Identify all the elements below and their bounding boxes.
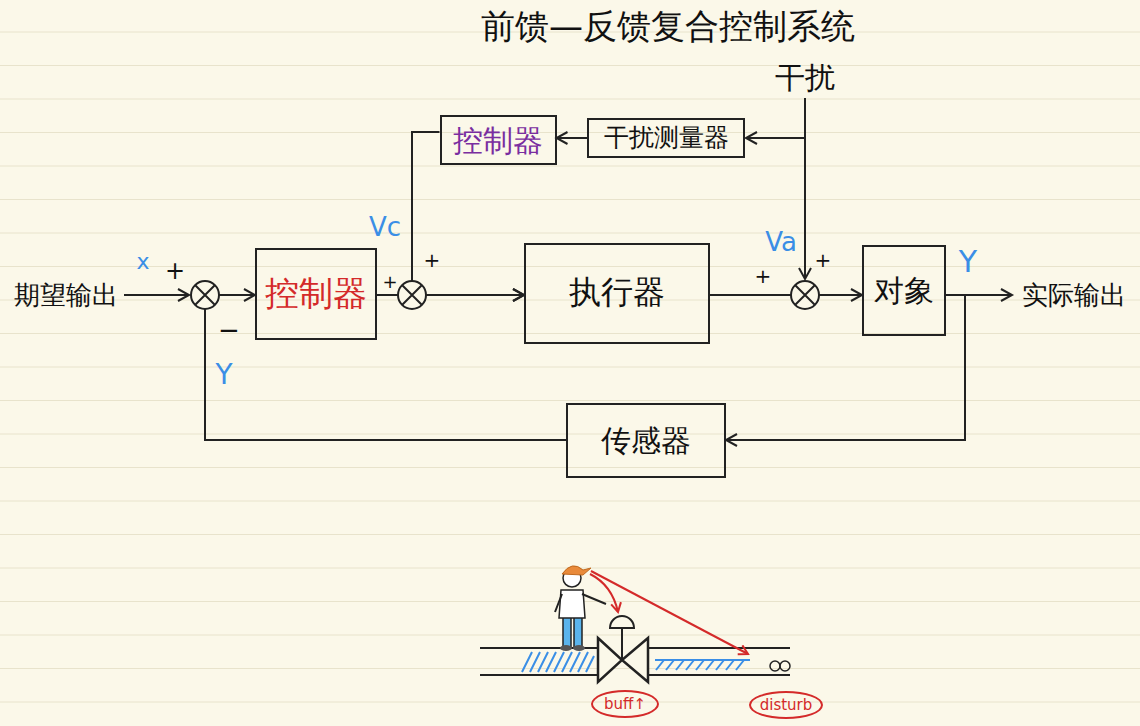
node-text: 干扰测量器 xyxy=(604,124,729,152)
signal-wire xyxy=(946,294,1012,296)
ruled-line xyxy=(0,400,1140,401)
feedback-controller-box: 控制器 xyxy=(255,248,377,340)
sign-label: + xyxy=(755,266,772,286)
junction-cross xyxy=(402,285,422,305)
sign-label: + xyxy=(424,250,441,270)
ruled-line xyxy=(0,434,1140,435)
ruled-line xyxy=(0,467,1140,468)
signal-name: x xyxy=(136,251,149,273)
ruled-line xyxy=(0,333,1140,334)
plant-box: 对象 xyxy=(862,245,946,336)
person-cap xyxy=(562,566,591,575)
ruled-line xyxy=(0,166,1140,167)
node-text: 控制器 xyxy=(265,275,367,312)
feedforward-controller-box: 控制器 xyxy=(440,115,557,165)
person-shoe xyxy=(573,645,585,651)
sign-label: + xyxy=(165,259,185,283)
summing-junction xyxy=(398,281,426,309)
node-text: buff↑ xyxy=(604,696,646,713)
sign-label: + xyxy=(382,273,397,291)
ruled-line xyxy=(0,668,1140,669)
signal-connector xyxy=(726,295,965,440)
valve-actuator xyxy=(610,616,634,628)
diagram-title: 前馈—反馈复合控制系统 xyxy=(481,8,855,45)
ruled-line xyxy=(0,702,1140,703)
ruled-line xyxy=(0,65,1140,66)
disturbance-label: 干扰 xyxy=(775,63,835,93)
node-text: 对象 xyxy=(874,274,934,307)
signal-name: Y xyxy=(959,247,977,277)
buff-ellipse: buff↑ xyxy=(591,690,659,718)
disturb-ellipse: disturb xyxy=(749,691,824,719)
signal-wires xyxy=(124,98,1012,295)
disturbance-meter-box: 干扰测量器 xyxy=(587,118,745,158)
flow-hatching xyxy=(522,652,594,672)
person-leg xyxy=(563,617,571,647)
ruled-line xyxy=(0,99,1140,100)
junction-circle xyxy=(791,281,819,309)
person-leg xyxy=(574,617,582,647)
valve-stem xyxy=(621,628,623,660)
junction-circle xyxy=(398,281,426,309)
junction-circle xyxy=(191,281,219,309)
junction-cross xyxy=(795,285,815,305)
ruled-line xyxy=(0,367,1140,368)
valve-illustration xyxy=(480,566,790,682)
ruled-line xyxy=(0,534,1140,535)
person-shoe xyxy=(560,645,572,651)
sensor-box: 传感器 xyxy=(566,403,726,478)
ruled-line xyxy=(0,132,1140,133)
signal-name: Va xyxy=(765,229,797,255)
signal-connector xyxy=(557,137,588,139)
signal-wire xyxy=(124,294,189,296)
sign-label: − xyxy=(218,317,240,343)
disturb-bubble xyxy=(780,661,790,671)
node-text: 执行器 xyxy=(569,275,665,310)
disturb-bubble xyxy=(770,661,780,671)
gaze-arrow xyxy=(590,574,618,612)
signal-wire xyxy=(804,98,806,279)
junction-cross xyxy=(195,285,215,305)
input-label: 期望输出 xyxy=(14,282,118,308)
node-text: 控制器 xyxy=(453,124,543,157)
ruled-line xyxy=(0,233,1140,234)
gaze-arrow xyxy=(591,571,748,654)
signal-name: Y xyxy=(215,361,232,389)
sign-label: + xyxy=(815,250,832,270)
summing-junction xyxy=(191,281,219,309)
actuator-box: 执行器 xyxy=(524,243,710,344)
summing-junction xyxy=(791,281,819,309)
signal-name: Vc xyxy=(369,214,401,240)
signal-connector xyxy=(710,294,862,296)
person-body xyxy=(559,590,585,618)
person-arm xyxy=(555,594,606,612)
ruled-line xyxy=(0,199,1140,200)
signal-wire xyxy=(746,137,805,139)
ruled-line xyxy=(0,501,1140,502)
node-text: disturb xyxy=(760,697,813,714)
output-label: 实际输出 xyxy=(1022,282,1126,308)
flow-hatching xyxy=(655,660,750,670)
node-text: 传感器 xyxy=(601,424,691,457)
signal-connector xyxy=(205,295,566,440)
